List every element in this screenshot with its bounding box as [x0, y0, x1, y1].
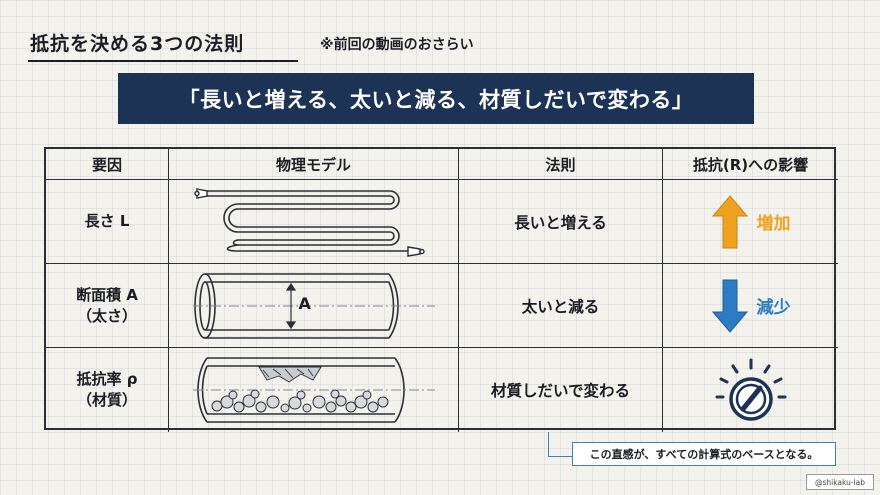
summary-banner: 「長いと増える、太いと減る、材質しだいで変わる」 — [118, 73, 754, 124]
coiled-wire-icon — [193, 187, 425, 257]
factor-area-sub: （太さ） — [76, 306, 137, 325]
header-model: 物理モデル — [169, 149, 459, 180]
model-area-cell: A — [169, 264, 459, 348]
model-resistivity-cell — [169, 348, 459, 432]
credit-badge: @shikaku-lab — [806, 474, 874, 490]
effect-length-label: 増加 — [756, 214, 791, 234]
thick-pipe-model: A — [189, 270, 439, 342]
page-subtitle: ※前回の動画のおさらい — [320, 37, 474, 53]
factor-area: 断面積 A （太さ） — [46, 264, 169, 348]
law-length: 長いと増える — [459, 180, 663, 264]
effect-area: 減少 — [663, 264, 838, 348]
area-dimension-label: A — [298, 293, 311, 313]
header-factor: 要因 — [46, 149, 169, 180]
resistance-factors-table: 要因 物理モデル 法則 抵抗(R)への影響 長さ L 長いと増える 増加 — [44, 147, 838, 432]
law-resistivity: 材質しだいで変わる — [459, 348, 663, 432]
factor-length: 長さ L — [46, 180, 169, 264]
law-area: 太いと減る — [459, 264, 663, 348]
factor-area-label: 断面積 A — [76, 285, 138, 304]
title-underline — [28, 60, 298, 62]
factor-length-label: 長さ L — [84, 212, 130, 230]
callout-connector — [548, 432, 573, 457]
factor-resistivity-sub: （材質） — [76, 391, 137, 409]
effect-length: 増加 — [663, 180, 838, 264]
model-length-cell — [169, 180, 459, 264]
factor-resistivity: 抵抗率 ρ （材質） — [46, 348, 169, 432]
arrow-up-icon — [711, 194, 748, 248]
pipe-cross-section-icon — [192, 272, 435, 339]
factor-resistivity-label: 抵抗率 ρ — [76, 370, 138, 388]
dial-knob-icon — [715, 358, 786, 421]
page-title: 抵抗を決める3つの法則 — [30, 33, 245, 55]
effect-area-label: 減少 — [756, 298, 791, 318]
callout-note: この直感が、すべての計算式のベースとなる。 — [572, 442, 836, 466]
header-effect: 抵抗(R)への影響 — [663, 149, 838, 180]
arrow-down-icon — [711, 279, 748, 333]
header-law: 法則 — [459, 149, 663, 180]
material-pipe-icon — [192, 357, 435, 423]
effect-resistivity — [663, 348, 838, 432]
